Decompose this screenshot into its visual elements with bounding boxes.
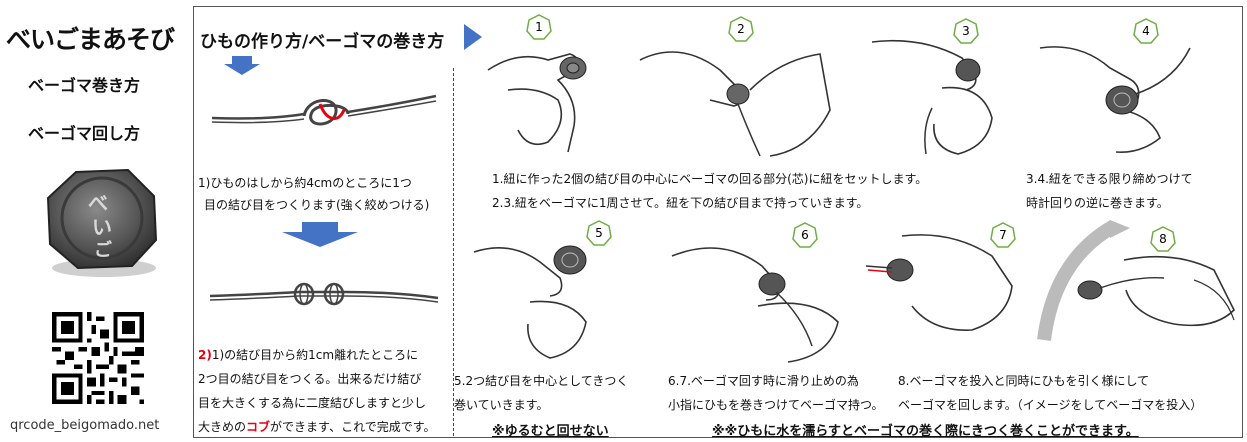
- rope-step1-line1: 1)ひものはしから約4cmのところに1つ: [198, 176, 412, 190]
- brand-title: べいごまあそび: [6, 25, 175, 54]
- step-badge-6: 6: [792, 222, 818, 248]
- step-badge-5: 5: [586, 220, 612, 246]
- beigoma-glyph-be: べ: [88, 191, 108, 215]
- qr-code[interactable]: [52, 312, 144, 404]
- sidebar: べいごまあそび ベーゴマ巻き方 ベーゴマ回し方 べ い ご: [0, 0, 193, 442]
- rope-step2-knob: コブ: [246, 420, 271, 434]
- rope-step2-line4-a: 大きめの: [198, 420, 247, 434]
- rope-step2-line1-text: 1)の結び目から約1cm離れたところに: [211, 348, 419, 362]
- caption-step8-line2: ベーゴマを回します。（イメージをしてベーゴマを投入）: [898, 398, 1203, 412]
- section-divider: [453, 68, 454, 436]
- next-arrow-icon: [464, 24, 482, 50]
- step4-hand-illustration: [1039, 46, 1191, 154]
- step-badge-7: 7: [990, 222, 1016, 248]
- step-badge-1: 1: [526, 14, 552, 40]
- step-badge-3: 3: [953, 18, 979, 44]
- rope-step2-line1: 2)1)の結び目から約1cm離れたところに: [198, 342, 418, 368]
- svg-text:6: 6: [801, 228, 809, 242]
- svg-text:4: 4: [1142, 24, 1150, 38]
- caption-step3-4-line2: 時計回りの逆に巻きます。: [1026, 196, 1169, 210]
- rope-step2-line4-b: ができます、これで完成です。: [270, 420, 436, 434]
- step1-hand-illustration: [487, 53, 587, 153]
- svg-text:8: 8: [1159, 232, 1167, 246]
- rope-step2-line2: 2つ目の結び目をつくる。出来るだけ結び: [198, 372, 422, 386]
- step3-hand-illustration: [871, 39, 993, 155]
- beigoma-top-photo: べ い ご: [46, 168, 158, 277]
- down-arrow-icon-small: [224, 56, 260, 75]
- step5-hand-illustration: [473, 245, 587, 359]
- note-loose-warning: ※ゆるむと回せない: [492, 424, 609, 439]
- rope-single-knot-illustration: [211, 94, 437, 126]
- caption-step8-line1: 8.ベーゴマを投入と同時にひもを引く様にして: [898, 374, 1150, 388]
- caption-step5-line1: 5.2つ結び目を中心としてきつく: [454, 374, 629, 388]
- step-badge-2: 2: [728, 16, 754, 42]
- site-url[interactable]: qrcode_beigomado.net: [10, 418, 160, 433]
- rope-step2-line3: 目を大きくする為に二度結びしますと少し: [198, 396, 427, 410]
- link-spinning-method[interactable]: ベーゴマ回し方: [28, 124, 141, 143]
- step-badge-8: 8: [1150, 226, 1176, 252]
- caption-step6-7-line2: 小指にひもを巻きつけてベーゴマ持つ。: [668, 398, 884, 412]
- rope-step2-line4: 大きめのコブができます、これで完成です。: [198, 414, 436, 440]
- step7-hand-illustration: [865, 234, 1013, 331]
- caption-step1-2-line1: 1.紐に作った2個の結び目の中心にベーゴマの回る部分(芯)に紐をセットします。: [492, 172, 928, 186]
- step2-hand-illustration: [639, 51, 831, 157]
- step6-hand-illustration: [671, 247, 839, 363]
- svg-text:7: 7: [999, 228, 1007, 242]
- step8-throw-illustration: [1037, 220, 1235, 341]
- svg-text:2: 2: [737, 22, 745, 36]
- rope-double-knot-illustration: [209, 282, 439, 306]
- section-heading: ひもの作り方/ベーゴマの巻き方: [200, 32, 445, 52]
- caption-step5-line2: 巻いていきます。: [454, 398, 549, 412]
- note-water-tip: ※※ひもに水を濡らすとベーゴマの巻く際にきつく巻くことができます。: [712, 424, 1139, 439]
- step-badge-4: 4: [1133, 18, 1159, 44]
- instruction-panel: [193, 6, 1243, 438]
- rope-step1-line2: 目の結び目をつくります(強く絞めつける): [204, 198, 430, 212]
- caption-step6-7-line1: 6.7.ベーゴマ回す時に滑り止めの為: [668, 374, 859, 388]
- beigoma-glyph-go: ご: [94, 239, 112, 261]
- link-winding-method[interactable]: ベーゴマ巻き方: [28, 76, 141, 95]
- svg-text:3: 3: [962, 24, 970, 38]
- svg-text:1: 1: [535, 20, 543, 34]
- caption-step3-4-line1: 3.4.紐をできる限り締めつけて: [1026, 172, 1193, 186]
- caption-step1-2-line2: 2.3.紐をベーゴマに1周させて。紐を下の結び目まで持っていきます。: [492, 196, 869, 210]
- svg-text:5: 5: [595, 226, 603, 240]
- down-arrow-icon-large: [282, 222, 358, 247]
- beigoma-glyph-i: い: [92, 215, 112, 239]
- rope-step2-lead: 2): [198, 348, 212, 362]
